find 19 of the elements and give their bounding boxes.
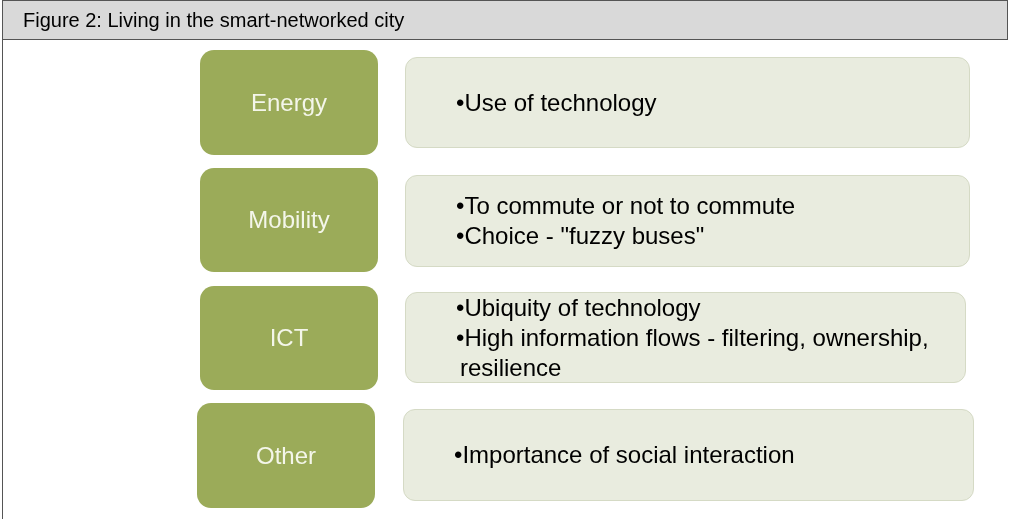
bullet-panel — [405, 292, 966, 383]
category-box — [197, 403, 375, 508]
bullet-item: •Choice - "fuzzy buses" — [456, 221, 706, 251]
bullet-panel — [405, 175, 970, 267]
bullet-item: •Importance of social interaction — [454, 440, 796, 470]
category-label: Mobility — [248, 205, 330, 235]
bullet-item: •To commute or not to commute — [456, 191, 797, 221]
figure-title: Figure 2: Living in the smart-networked city — [23, 8, 405, 33]
bullet-item: •High information flows - filtering, ownership, resilience — [456, 322, 930, 383]
bullet-panel — [405, 57, 970, 148]
category-label: Energy — [250, 87, 327, 118]
category-label: ICT — [269, 323, 309, 353]
category-box — [200, 286, 378, 390]
category-box — [200, 168, 378, 272]
category-box — [200, 50, 378, 155]
bullet-item: •Use of technology — [456, 87, 658, 118]
category-label: Other — [256, 440, 316, 471]
bullet-item: •Ubiquity of technology — [456, 292, 702, 323]
bullet-panel — [403, 409, 974, 501]
